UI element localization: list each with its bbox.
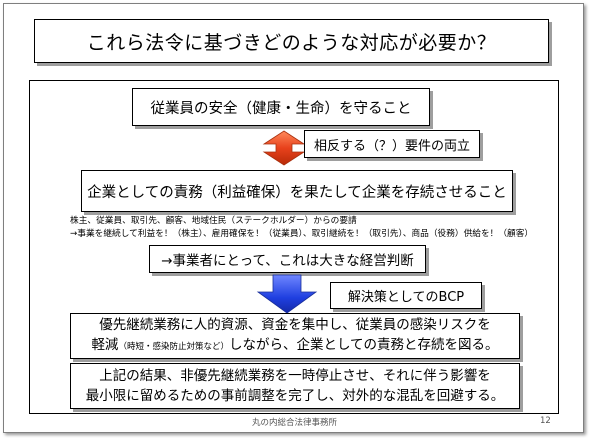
non-priority-business-box: 上記の結果、非優先継続業務を一時停止させ、それに伴う影響を 最小限に留めるための… (70, 363, 520, 409)
corporate-duty-text: 企業としての責務（利益確保）を果たして企業を存続させること (87, 184, 507, 201)
management-decision-text: →事業者にとって、これは大きな経営判断 (161, 253, 414, 269)
non-priority-business-line2: 最小限に留めるための事前調整を完了し、対外的な混乱を回避する。 (85, 388, 505, 404)
priority-business-line2-end: しながら、企業としての責務と存続を図る。 (228, 337, 499, 353)
priority-business-line2-note: （時短・感染防止対策など） (118, 342, 229, 352)
priority-business-line2-start: 軽減 (91, 337, 119, 353)
slide-title-box: これら法令に基づきどのような対応が必要か？ (34, 19, 549, 63)
management-decision-box: →事業者にとって、これは大きな経営判断 (149, 245, 426, 273)
priority-business-line1: 優先継続業務に人的資源、資金を集中し、従業員の感染リスクを (99, 317, 491, 333)
stakeholder-demands: →事業を継続して利益を！（株主）、雇用確保を！（従業員）、取引継続を！（取引先）… (70, 229, 534, 239)
conflict-requirements-box: 相反する（？）要件の両立 (304, 130, 480, 158)
page-number: 12 (540, 416, 551, 426)
priority-business-line2: 軽減（時短・感染防止対策など）しながら、企業としての責務と存続を図る。 (91, 335, 498, 357)
employee-safety-box: 従業員の安全（健康・生命）を守ること (132, 88, 430, 126)
footer-firm-name: 丸の内総合法律事務所 (251, 418, 337, 428)
content-frame (29, 80, 559, 414)
corporate-duty-box: 企業としての責務（利益確保）を果たして企業を存続させること (81, 170, 513, 212)
double-arrow-icon (262, 130, 306, 166)
conflict-requirements-text: 相反する（？）要件の両立 (313, 138, 470, 154)
solution-bcp-text: 解決策としてのBCP (347, 290, 465, 305)
slide-title: これら法令に基づきどのような対応が必要か？ (86, 31, 497, 54)
stakeholder-note: 株主、従業員、取引先、顧客、地域住民（ステークホルダー）からの要請 (70, 216, 357, 226)
non-priority-business-line1: 上記の結果、非優先継続業務を一時停止させ、それに伴う影響を (99, 368, 491, 384)
solution-bcp-box: 解決策としてのBCP (330, 282, 482, 309)
slide: これら法令に基づきどのような対応が必要か？ 従業員の安全（健康・生命）を守ること… (3, 3, 584, 433)
down-arrow-icon (256, 274, 318, 314)
priority-business-box: 優先継続業務に人的資源、資金を集中し、従業員の感染リスクを 軽減（時短・感染防止… (70, 313, 520, 359)
employee-safety-text: 従業員の安全（健康・生命）を守ること (150, 100, 412, 117)
